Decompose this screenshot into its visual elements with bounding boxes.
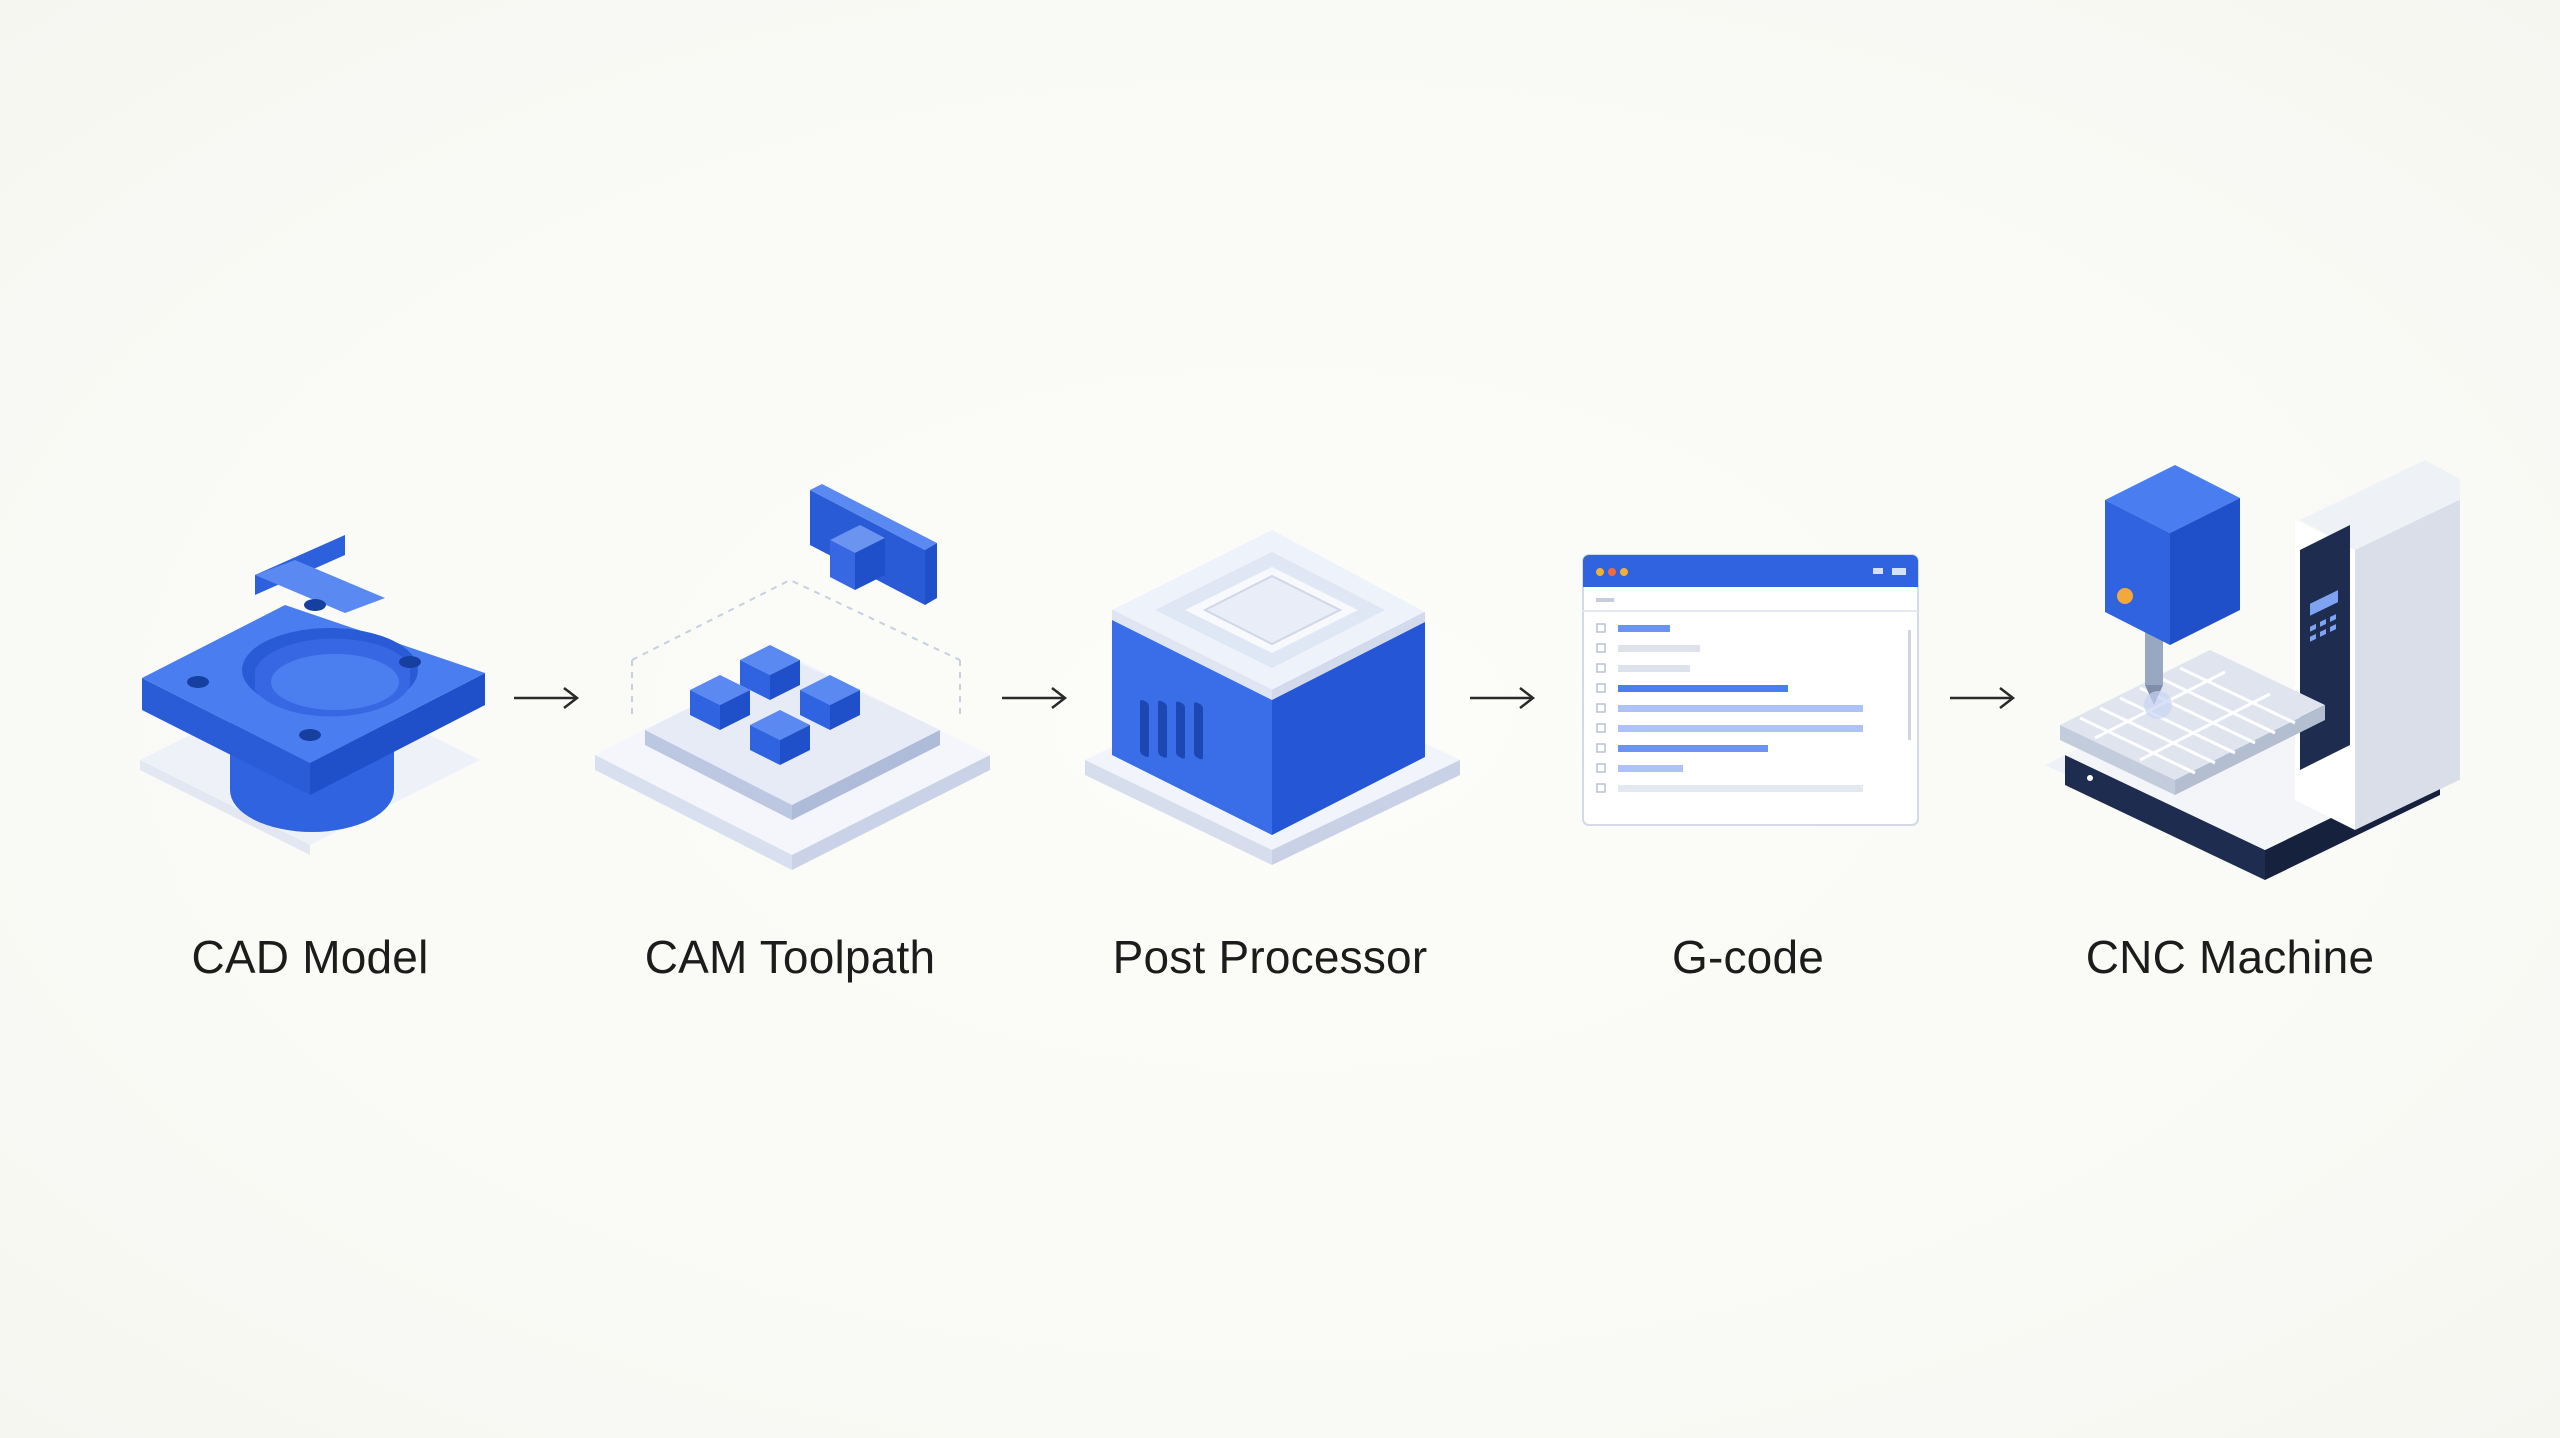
keypad <box>2310 614 2336 642</box>
step-label-gcode: G-code <box>1671 931 1825 983</box>
gcode-line-list <box>1596 623 1863 793</box>
step-gcode: G-code <box>1518 400 1978 1000</box>
step-label-cnc: CNC Machine <box>2085 931 2375 983</box>
step-cam-toolpath: CAM Toolpath <box>560 400 1020 1000</box>
arrow-right-icon <box>1002 687 1068 709</box>
step-label-cad: CAD Model <box>191 931 429 983</box>
cam-toolpath-icon <box>595 484 990 870</box>
post-processor-icon <box>1085 530 1460 865</box>
step-label-post: Post Processor <box>1112 931 1428 983</box>
step-post-processor: Post Processor <box>1040 400 1500 1000</box>
step-cad-model: CAD Model <box>80 400 540 1000</box>
arrow-right-icon <box>1950 687 2016 709</box>
step-cnc-machine: CNC Machine <box>2000 400 2460 1000</box>
gcode-window-icon <box>1582 554 1919 826</box>
cad-model-icon <box>140 535 485 855</box>
arrow-right-icon <box>1470 687 1536 709</box>
step-label-cam: CAM Toolpath <box>644 931 936 983</box>
arrow-right-icon <box>514 687 580 709</box>
cnc-machine-icon <box>2045 460 2460 880</box>
